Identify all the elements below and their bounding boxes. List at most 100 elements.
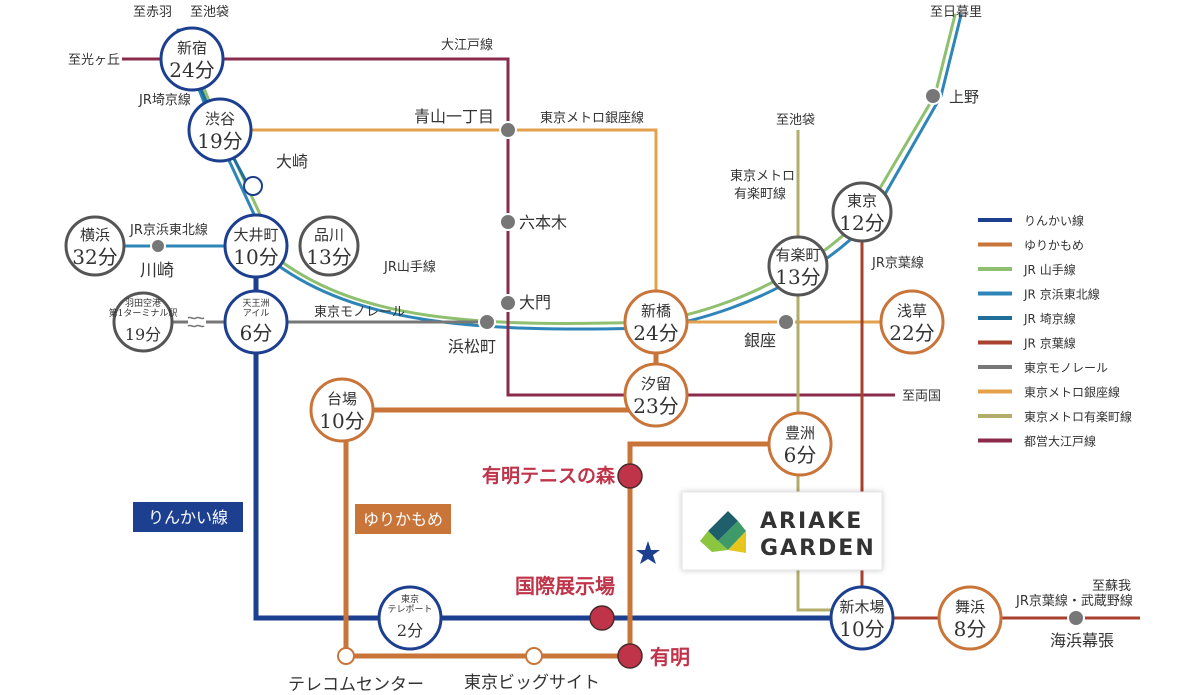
legend-item: JR 山手線 (978, 262, 1076, 277)
station-name: 天王洲アイル (242, 298, 269, 319)
label-aoyama: 青山一丁目 (414, 107, 494, 126)
station-time: 6分 (240, 321, 273, 345)
legend-label: JR 京浜東北線 (1023, 287, 1100, 302)
station-ginza-dot (777, 313, 795, 331)
station-name: 横浜 (80, 226, 110, 244)
station-roppongi-dot (499, 213, 517, 231)
legend-label: 東京メトロ銀座線 (1024, 385, 1120, 400)
station-name: 東京テレポート (387, 593, 432, 615)
label-daimon: 大門 (519, 293, 551, 312)
label-ariake: 有明 (650, 645, 690, 669)
legend-item: JR 京葉線 (978, 336, 1076, 351)
legend-label: 都営大江戸線 (1024, 434, 1096, 449)
station-name: 舞浜 (955, 598, 985, 616)
star-icon (636, 541, 660, 564)
station-time: 24分 (633, 321, 678, 345)
rinkai-tag: りんかい線 (133, 502, 243, 532)
monorail-break (187, 316, 205, 328)
legend-item: 都営大江戸線 (978, 434, 1096, 449)
station-name: 大井町 (233, 226, 278, 244)
ariake-garden-marker: ARIAKE GARDEN (636, 491, 883, 571)
dir-soga: 至蘇我 (1092, 579, 1131, 594)
station-name: 台場 (327, 390, 357, 408)
line-label-oedo: 大江戸線 (441, 37, 493, 53)
legend-label: JR 山手線 (1023, 262, 1076, 277)
station-name: 東京 (847, 192, 877, 210)
minor-stations (150, 87, 1085, 627)
legend-item: JR 埼京線 (978, 311, 1076, 326)
label-ginza: 銀座 (744, 331, 776, 350)
station-osaki-dot (243, 176, 263, 196)
legend-item: JR 京浜東北線 (978, 287, 1100, 302)
legend-label: ゆりかもめ (1024, 239, 1084, 253)
station-time: 13分 (306, 245, 351, 269)
station-ariake-dot (617, 643, 643, 669)
legend-item: 東京メトロ有楽町線 (978, 409, 1132, 424)
station-hamamatsucho-dot (478, 313, 496, 331)
line-label-keiyo: JR京葉線 (871, 255, 924, 271)
station-name: 浅草 (897, 302, 927, 320)
station-telecom-dot (337, 647, 355, 665)
station-kokusai-dot (589, 605, 615, 631)
brand-line-2: GARDEN (760, 536, 876, 561)
station-time: 24分 (169, 58, 214, 82)
station-time: 6分 (784, 443, 817, 467)
line-label-yurakucho-1: 東京メトロ (730, 168, 795, 184)
major-stations: 新宿24分渋谷19分大井町10分品川13分横浜32分天王洲アイル6分羽田空港第1… (64, 26, 1003, 651)
station-kaihin-dot (1067, 609, 1085, 627)
station-name: 品川 (314, 226, 344, 244)
svg-text:ゆりかもめ: ゆりかもめ (363, 510, 443, 529)
legend-item: 東京メトロ銀座線 (978, 385, 1120, 400)
station-name: 豊洲 (785, 424, 815, 442)
line-label-yurakucho-2: 有楽町線 (734, 186, 786, 202)
legend-label: 東京メトロ有楽町線 (1024, 409, 1132, 424)
station-time: 8分 (954, 617, 987, 641)
open-stations (243, 176, 543, 665)
station-name: 新橋 (641, 302, 671, 320)
legend-label: JR 京葉線 (1023, 336, 1076, 351)
label-tennis: 有明テニスの森 (482, 464, 616, 487)
station-time: 10分 (233, 245, 278, 269)
legend-label: 東京モノレール (1024, 361, 1108, 375)
legend-label: りんかい線 (1024, 213, 1084, 228)
legend-item: 東京モノレール (978, 361, 1108, 375)
jr-loop-lines (176, 13, 963, 331)
station-time: 19分 (125, 325, 161, 344)
station-name: 新木場 (839, 598, 884, 616)
brand-line-1: ARIAKE (760, 509, 863, 534)
dir-ikebukuro-1: 至池袋 (190, 5, 229, 20)
line-label-saikyo: JR埼京線 (138, 92, 191, 108)
station-ueno-dot (924, 87, 942, 105)
dir-hikarigaoka: 至光ヶ丘 (68, 53, 120, 68)
label-bigsight: 東京ビッグサイト (464, 673, 600, 693)
station-name: 渋谷 (205, 110, 235, 128)
station-time: 13分 (775, 265, 820, 289)
dir-nippori: 至日暮里 (930, 5, 982, 20)
station-name: 新宿 (177, 39, 207, 57)
dir-keiyo-musashino: JR京葉線・武蔵野線 (1015, 593, 1133, 609)
station-time: 10分 (839, 617, 884, 641)
station-name: 有楽町 (775, 246, 820, 264)
legend-item: ゆりかもめ (978, 239, 1084, 253)
station-tennis-dot (617, 463, 643, 489)
station-bigsight-dot (525, 647, 543, 665)
label-osaki: 大崎 (276, 152, 308, 171)
svg-text:りんかい線: りんかい線 (148, 508, 228, 527)
dir-ryogoku: 至両国 (902, 389, 941, 404)
keihin-tohoku-line (178, 13, 963, 331)
legend-item: りんかい線 (978, 213, 1084, 228)
station-time: 12分 (839, 211, 884, 235)
